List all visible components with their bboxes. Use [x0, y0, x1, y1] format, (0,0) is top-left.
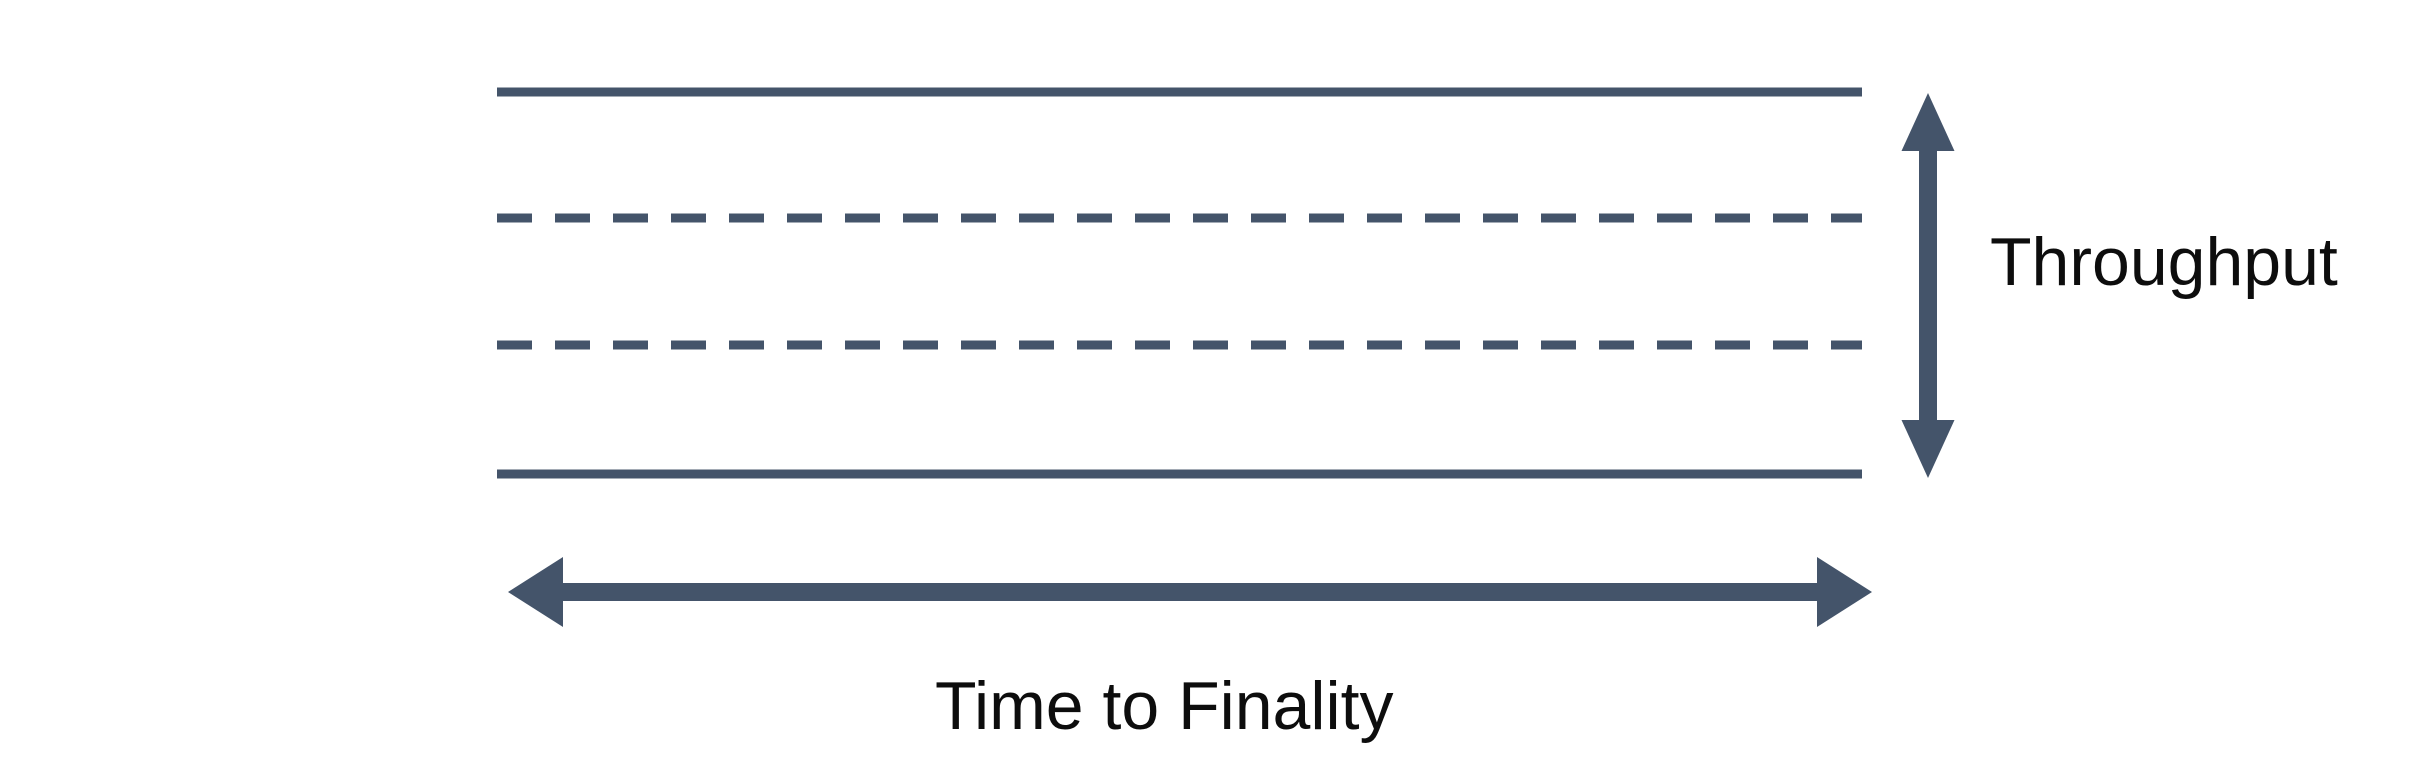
throughput-arrow [1901, 93, 1955, 478]
time-to-finality-arrow-head-right [1817, 557, 1872, 627]
time-to-finality-arrow-shaft [563, 583, 1817, 601]
time-to-finality-axis-label: Time to Finality [935, 668, 1394, 744]
time-to-finality-arrow [508, 557, 1872, 627]
lane-lines-group [497, 87, 1862, 479]
throughput-arrow-head-down [1901, 420, 1955, 478]
throughput-axis-label: Throughput [1990, 224, 2338, 300]
throughput-arrow-shaft [1919, 151, 1937, 420]
time-to-finality-arrow-head-left [508, 557, 563, 627]
throughput-arrow-head-up [1901, 93, 1955, 151]
